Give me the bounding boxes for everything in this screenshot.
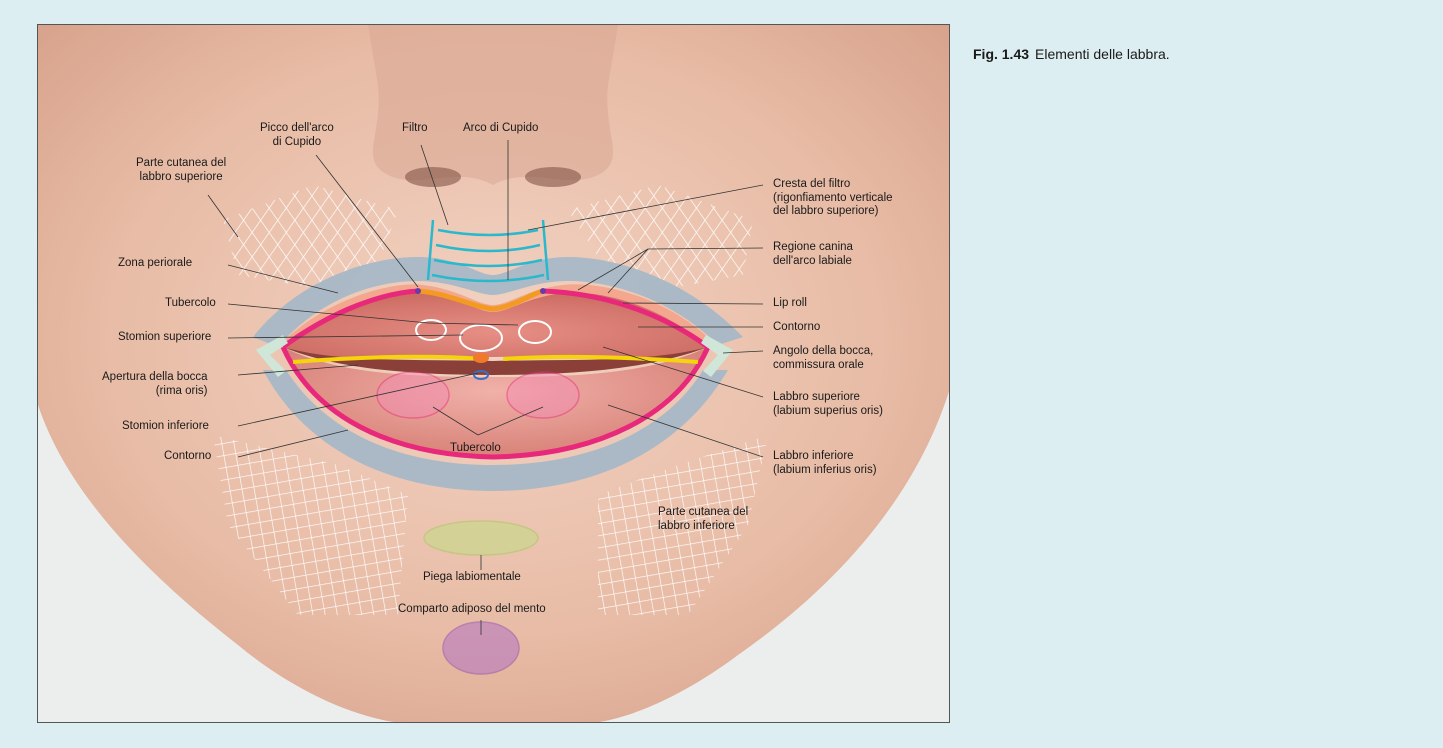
label-canine-region: Regione canina dell'arco labiale <box>773 241 853 268</box>
label-lip-roll: Lip roll <box>773 297 807 311</box>
stomion-superior-dot <box>473 353 489 363</box>
nose-shape <box>368 25 618 185</box>
label-contour-right: Contorno <box>773 321 820 335</box>
label-stomion-superior: Stomion superiore <box>118 331 211 345</box>
label-lower-tubercle: Tubercolo <box>450 442 501 456</box>
label-lower-cutaneous-lip: Parte cutanea del labbro inferiore <box>658 506 748 533</box>
label-upper-lip: Labbro superiore (labium superius oris) <box>773 391 883 418</box>
label-cupid-peak: Picco dell'arco di Cupido <box>260 122 334 149</box>
lower-tubercle-right <box>507 372 579 418</box>
label-upper-tubercle: Tubercolo <box>165 297 216 311</box>
label-stomion-inferior: Stomion inferiore <box>122 420 209 434</box>
label-perioral-zone: Zona periorale <box>118 257 192 271</box>
figure-caption-text: Elementi delle labbra. <box>1035 46 1170 62</box>
label-philtral-ridge: Cresta del filtro (rigonfiamento vertica… <box>773 178 893 219</box>
label-contour-left: Contorno <box>164 450 211 464</box>
label-philtrum: Filtro <box>402 122 428 136</box>
labiomental-fold <box>424 521 538 555</box>
label-mouth-opening: Apertura della bocca (rima oris) <box>102 371 207 398</box>
label-labiomental-fold: Piega labiomentale <box>423 571 521 585</box>
label-mouth-corner: Angolo della bocca, commissura orale <box>773 345 873 372</box>
figure-caption: Fig. 1.43 Elementi delle labbra. <box>973 46 1170 62</box>
label-upper-cutaneous-lip: Parte cutanea del labbro superiore <box>136 157 226 184</box>
lower-tubercle-left <box>377 372 449 418</box>
label-chin-fat: Comparto adiposo del mento <box>398 603 546 617</box>
label-cupid-arc: Arco di Cupido <box>463 122 538 136</box>
figure-number: Fig. 1.43 <box>973 46 1029 62</box>
label-lower-lip: Labbro inferiore (labium inferius oris) <box>773 450 877 477</box>
lip-anatomy-figure: Picco dell'arco di Cupido Filtro Arco di… <box>37 24 950 723</box>
